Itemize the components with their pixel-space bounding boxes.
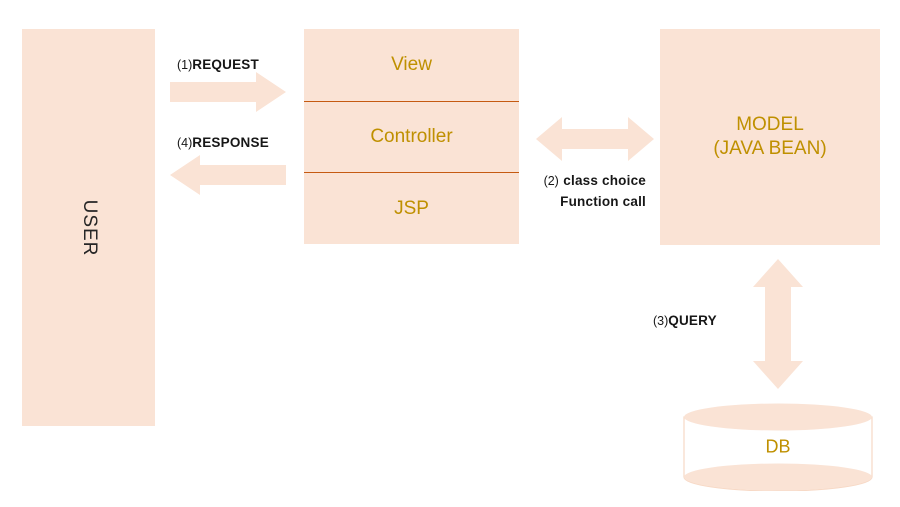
model-label-line2: (JAVA BEAN) [713,138,827,159]
database-cylinder-shape-icon [683,403,873,492]
response-caption: (4)RESPONSE [177,134,269,152]
request-number: (1) [177,58,193,72]
model-box: MODEL (JAVA BEAN) [660,29,880,245]
web-tier-box: View Controller JSP [304,29,519,244]
class-choice-number: (2) [543,174,559,188]
request-caption: (1)REQUEST [177,56,259,74]
query-arrow-bidirectional-icon [751,259,805,389]
user-label: USER [78,199,100,256]
web-tier-cell-jsp: JSP [394,197,429,219]
web-tier-cell-view: View [391,54,432,75]
class-choice-label-line2: Function call [560,194,646,210]
response-number: (4) [177,136,193,150]
class-choice-arrow-bidirectional-icon [536,115,654,163]
web-tier-divider-2 [304,172,519,174]
user-box: USER [22,29,155,426]
response-arrow-left-icon [170,155,286,195]
response-label: RESPONSE [192,135,269,150]
query-label: QUERY [668,313,717,328]
database-cylinder: DB [683,403,873,492]
class-choice-caption: (2) class choice Function call [534,170,646,212]
request-arrow-right-icon [170,72,286,112]
class-choice-label-line1: class choice [563,173,646,188]
web-tier-cell-controller: Controller [370,126,453,147]
query-caption: (3)QUERY [653,312,717,330]
database-label: DB [765,436,791,457]
model-label-line1: MODEL [736,114,804,136]
request-label: REQUEST [192,57,259,72]
query-number: (3) [653,314,669,328]
web-tier-divider-1 [304,101,519,103]
